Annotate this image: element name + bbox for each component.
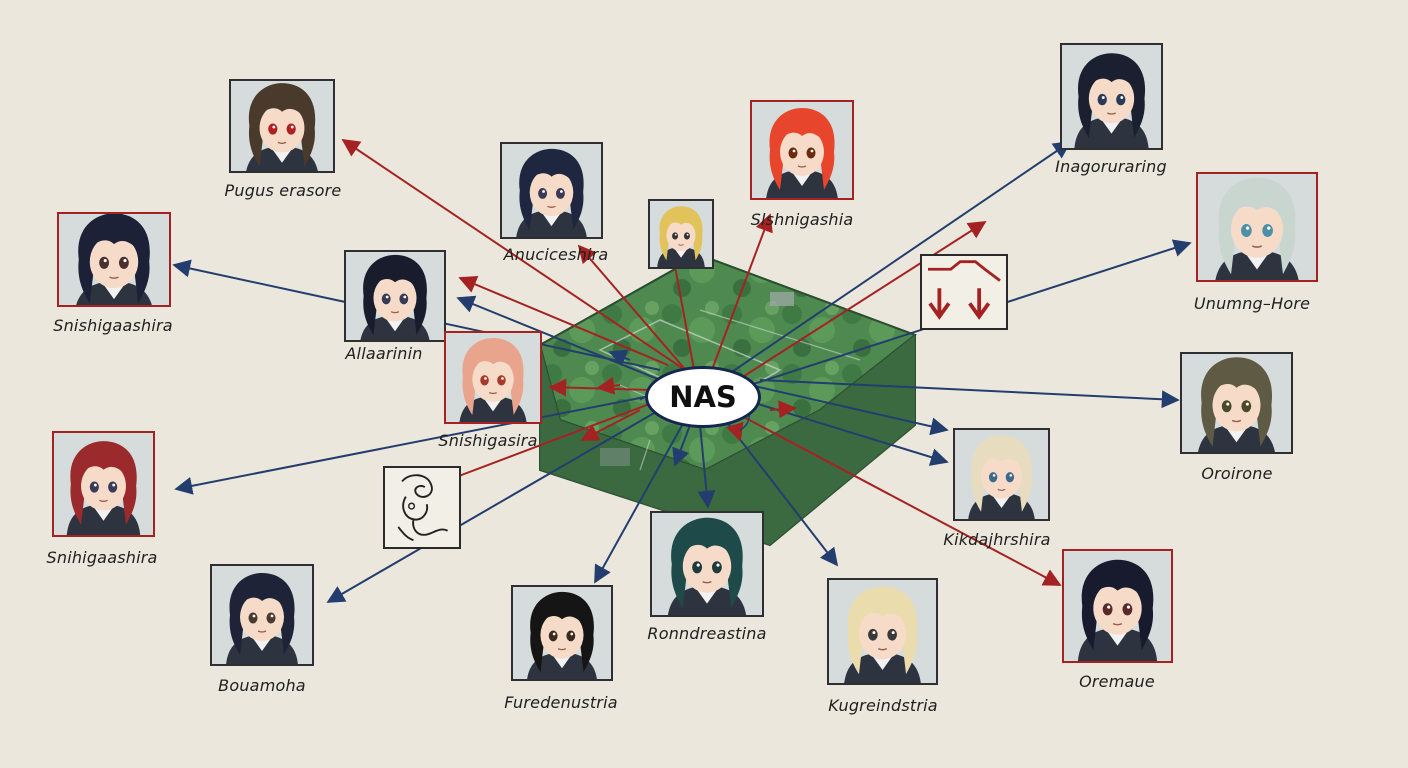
connection-arrow-blue-23: [672, 424, 691, 467]
connection-arrow-blue-16: [697, 424, 716, 509]
portrait-drawing: [955, 430, 1048, 519]
character-portrait-c17[interactable]: [1062, 549, 1173, 663]
connection-arrow-red-6: [729, 221, 987, 386]
character-portrait-c13[interactable]: [210, 564, 314, 666]
connection-arrow-red-13: [441, 399, 661, 485]
connection-arrow-blue-5: [719, 140, 1072, 381]
character-portrait-c14[interactable]: [511, 585, 613, 681]
connection-arrow-blue-15: [594, 419, 686, 584]
character-portrait-c5[interactable]: [1060, 43, 1163, 150]
node-label-c2: Anuciceshira: [503, 245, 609, 264]
connection-arrow-red-2: [577, 244, 691, 376]
scribble-creature-symbol: [383, 466, 461, 549]
arrow-group: [172, 138, 1192, 603]
node-label-c7: Allaarinin: [345, 344, 423, 363]
character-portrait-c6[interactable]: [57, 212, 171, 307]
portrait-drawing: [650, 201, 712, 267]
creature-doodle-icon: [397, 474, 449, 542]
character-portrait-c4[interactable]: [750, 100, 854, 200]
connection-arrow-red-27: [580, 409, 641, 441]
character-portrait-c2[interactable]: [500, 142, 603, 239]
connection-arrow-blue-20: [749, 384, 949, 436]
portrait-drawing: [752, 102, 852, 198]
connection-arrow-red-18: [739, 414, 1062, 586]
character-portrait-c1[interactable]: [229, 79, 335, 173]
connection-arrow-red-4: [709, 213, 773, 376]
node-label-c1: Pugus erasore: [224, 181, 342, 200]
portrait-drawing: [1064, 551, 1171, 661]
node-label-c13: Bouamoha: [218, 676, 306, 695]
portrait-drawing: [502, 144, 601, 237]
node-label-c8: Snishigasira: [438, 431, 538, 450]
node-label-c9: Unumng–Hore: [1193, 294, 1311, 313]
node-label-c12: Kikdajhrshira: [943, 530, 1051, 549]
node-label-c17: Oremaue: [1079, 672, 1155, 691]
connection-arrow-red-22: [596, 376, 621, 395]
node-label-c10: Oroirone: [1201, 464, 1273, 483]
character-portrait-c11[interactable]: [52, 431, 155, 537]
node-label-c6: Snishigaashira: [53, 316, 173, 335]
down-arrows-icon: [928, 260, 1001, 320]
connection-arrow-blue-17: [724, 419, 839, 567]
portrait-drawing: [652, 513, 762, 615]
node-label-c5: Inagoruraring: [1055, 157, 1167, 176]
portrait-drawing: [212, 566, 312, 664]
connection-arrow-blue-14: [326, 404, 669, 603]
connection-arrow-red-25: [769, 400, 797, 419]
portrait-drawing: [1062, 45, 1161, 148]
connection-arrow-red-1: [341, 138, 701, 381]
connection-arrow-blue-26: [608, 349, 631, 367]
node-label-c11: Snihigaashira: [46, 548, 158, 567]
character-portrait-c8[interactable]: [444, 331, 542, 424]
node-label-c16: Kugreindstria: [828, 696, 938, 715]
portrait-drawing: [1182, 354, 1291, 452]
portrait-drawing: [446, 333, 540, 422]
character-portrait-c3[interactable]: [648, 199, 714, 269]
character-portrait-c10[interactable]: [1180, 352, 1293, 454]
connection-arrow-red-24: [726, 421, 744, 442]
portrait-drawing: [829, 580, 936, 683]
red-down-arrows-symbol: [920, 254, 1008, 330]
connection-arrow-blue-12: [174, 394, 656, 495]
node-label-c4: Slshnigashia: [750, 210, 854, 229]
connection-arrow-blue-21: [759, 379, 1180, 409]
portrait-drawing: [54, 433, 153, 535]
portrait-drawing: [231, 81, 333, 171]
character-portrait-c7[interactable]: [344, 250, 446, 342]
portrait-drawing: [59, 214, 169, 305]
hub-nas[interactable]: NAS: [645, 366, 761, 428]
portrait-drawing: [346, 252, 444, 340]
character-portrait-c16[interactable]: [827, 578, 938, 685]
portrait-drawing: [1198, 174, 1316, 280]
node-label-c15: Ronndreastina: [647, 624, 767, 643]
character-portrait-c15[interactable]: [650, 511, 764, 617]
connection-arrow-red-9: [458, 275, 669, 366]
hub-label: NAS: [669, 380, 737, 414]
node-label-c14: Furedenustria: [504, 693, 618, 712]
connection-arrow-red-3: [666, 248, 696, 376]
portrait-drawing: [513, 587, 611, 679]
character-portrait-c12[interactable]: [953, 428, 1050, 521]
character-portrait-c9[interactable]: [1196, 172, 1318, 282]
